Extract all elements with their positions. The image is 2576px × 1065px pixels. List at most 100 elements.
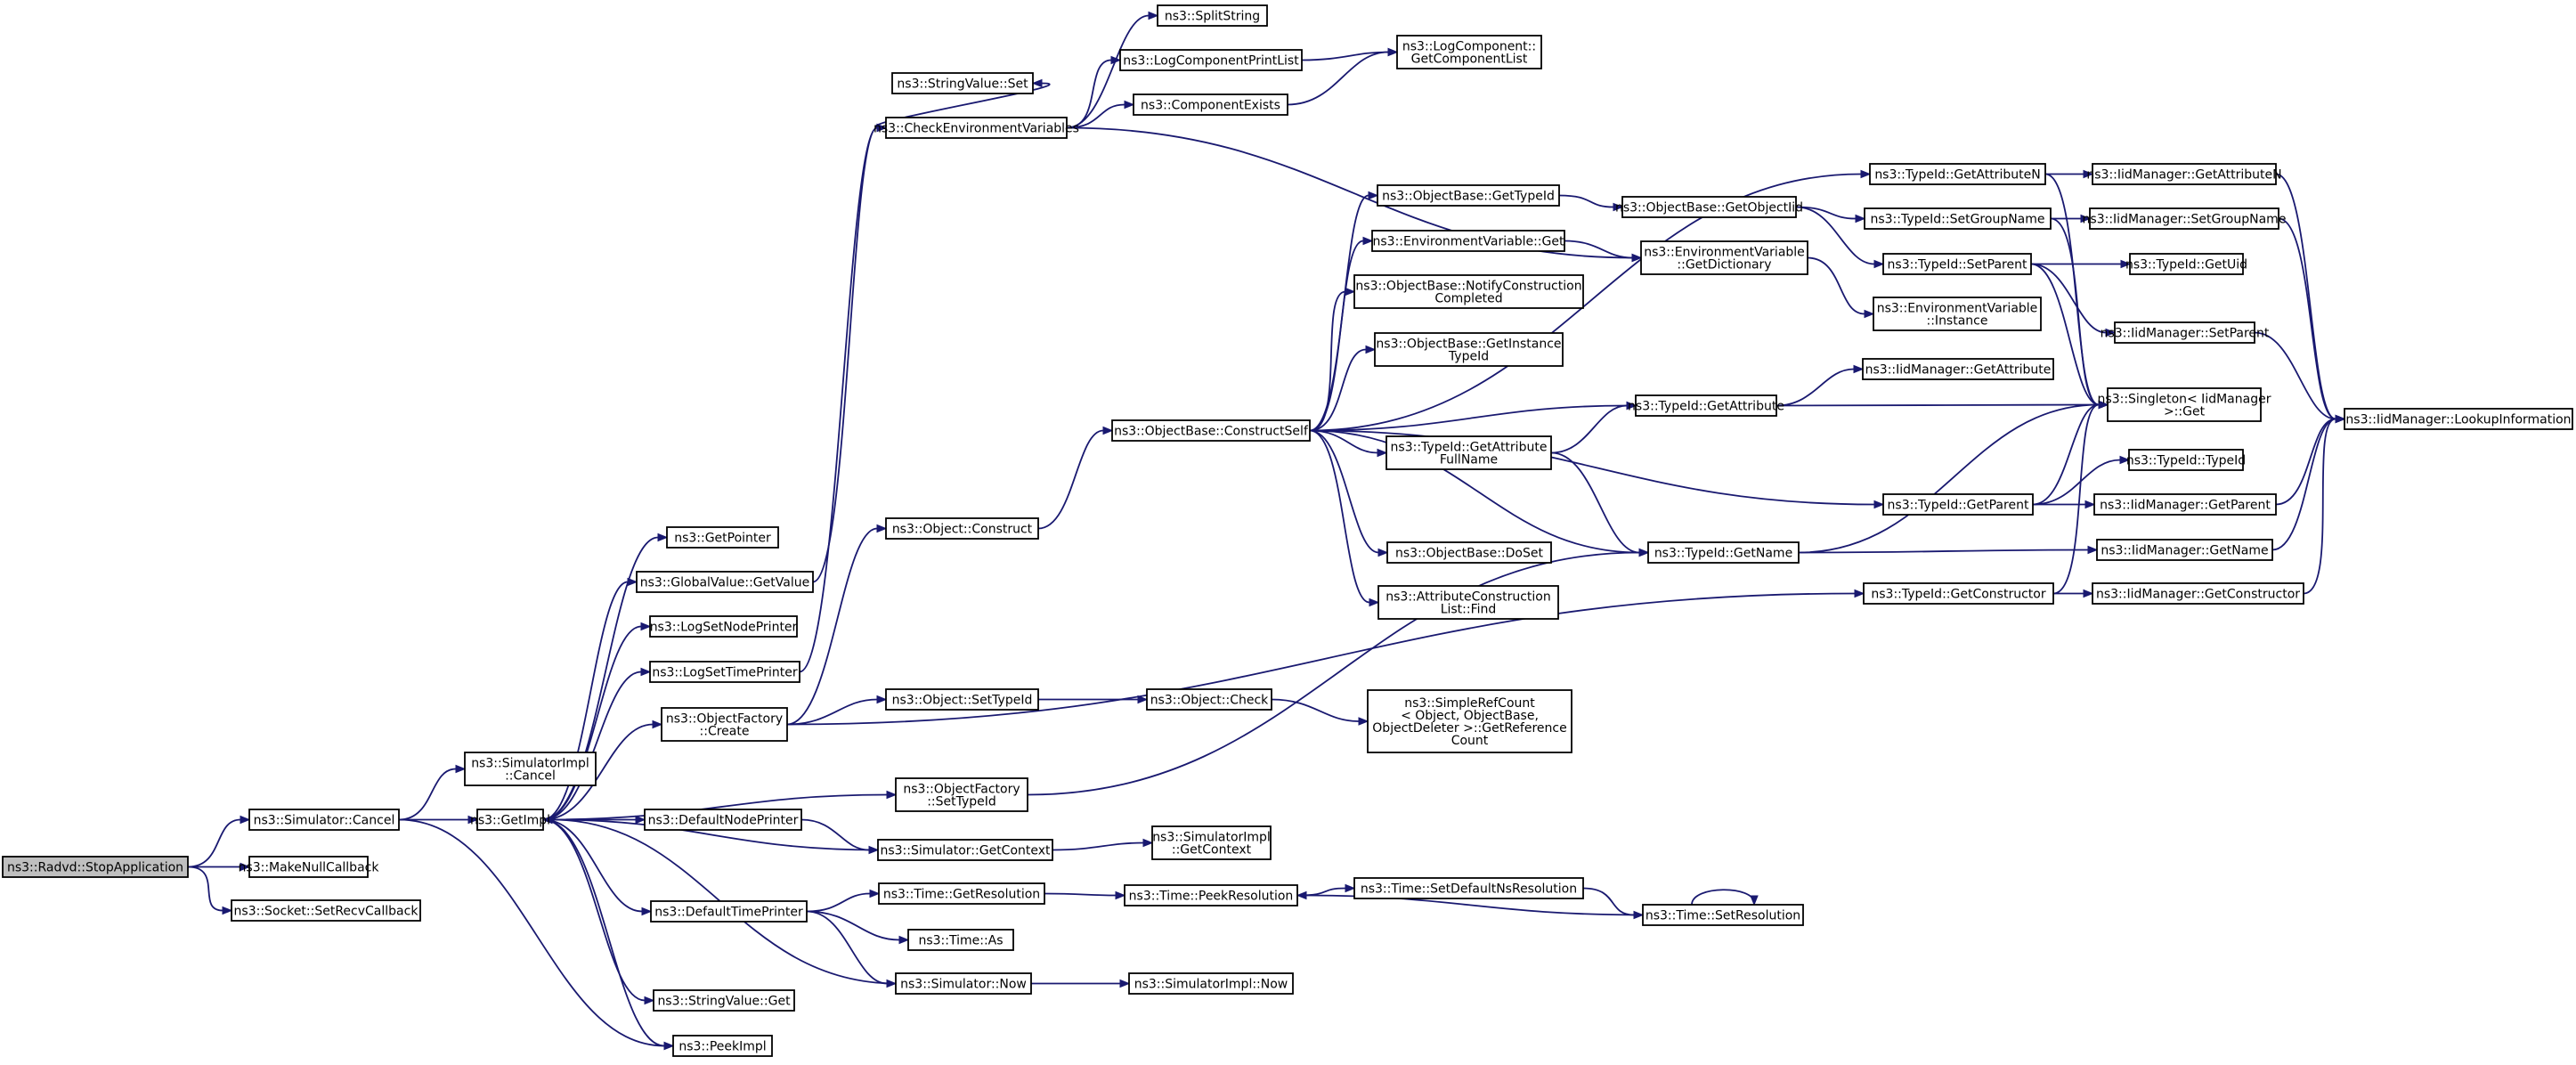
node-box[interactable] <box>248 809 400 831</box>
node-box[interactable] <box>666 526 779 549</box>
node-iidgetname[interactable]: ns3::IidManager::GetName <box>2096 539 2273 561</box>
node-box[interactable] <box>1396 35 1542 69</box>
node-tidgetuid[interactable]: ns3::TypeId::GetUid <box>2125 253 2247 275</box>
node-timesetdefaultns[interactable]: ns3::Time::SetDefaultNsResolution <box>1353 877 1584 899</box>
node-simimplnow[interactable]: ns3::SimulatorImpl::Now <box>1128 972 1294 995</box>
node-box[interactable] <box>1133 93 1288 116</box>
node-box[interactable] <box>2107 387 2262 422</box>
node-tidsetparent[interactable]: ns3::TypeId::SetParent <box>1882 253 2032 275</box>
node-iidgetattribute[interactable]: ns3::IidManager::GetAttribute <box>1862 358 2054 380</box>
node-constructself[interactable]: ns3::ObjectBase::ConstructSelf <box>1111 419 1311 442</box>
node-envvarinstance[interactable]: ns3::EnvironmentVariable::Instance <box>1873 297 2042 331</box>
node-box[interactable] <box>907 929 1014 951</box>
node-box[interactable] <box>885 688 1039 711</box>
node-box[interactable] <box>1119 49 1303 71</box>
node-box[interactable] <box>1640 240 1808 275</box>
node-box[interactable] <box>1367 689 1572 753</box>
node-box[interactable] <box>1111 419 1311 442</box>
node-box[interactable] <box>2096 539 2273 561</box>
node-box[interactable] <box>2093 493 2277 516</box>
node-obnotify[interactable]: ns3::ObjectBase::NotifyConstructionCompl… <box>1353 274 1584 309</box>
node-obgettypeid[interactable]: ns3::ObjectBase::GetTypeId <box>1377 184 1560 207</box>
node-box[interactable] <box>248 856 369 878</box>
node-box[interactable] <box>885 117 1068 139</box>
node-box[interactable] <box>878 882 1045 905</box>
node-iidgetattrn[interactable]: ns3::IidManager::GetAttributeN <box>2086 163 2282 185</box>
node-box[interactable] <box>1128 972 1294 995</box>
node-box[interactable] <box>2114 321 2255 344</box>
node-splitstring[interactable]: ns3::SplitString <box>1157 4 1268 27</box>
node-box[interactable] <box>1863 582 2054 605</box>
node-box[interactable] <box>644 809 802 831</box>
node-box[interactable] <box>464 752 597 786</box>
node-objsettypeid[interactable]: ns3::Object::SetTypeId <box>885 688 1039 711</box>
node-singletonget[interactable]: ns3::Singleton< IidManager>::Get <box>2098 387 2271 422</box>
node-box[interactable] <box>895 777 1028 812</box>
node-logcompprintlist[interactable]: ns3::LogComponentPrintList <box>1119 49 1303 71</box>
node-box[interactable] <box>1124 884 1298 906</box>
node-simimplcancel[interactable]: ns3::SimulatorImpl::Cancel <box>464 752 597 786</box>
node-deftimeprinter[interactable]: ns3::DefaultTimePrinter <box>650 900 808 923</box>
node-tidtypeid[interactable]: ns3::TypeId::TypeId <box>2126 449 2246 471</box>
node-box[interactable] <box>1862 358 2054 380</box>
node-tidsetgroupname[interactable]: ns3::TypeId::SetGroupName <box>1864 207 2052 230</box>
node-objfactsettypeid[interactable]: ns3::ObjectFactory::SetTypeId <box>895 777 1028 812</box>
node-tidgetparent[interactable]: ns3::TypeId::GetParent <box>1882 493 2034 516</box>
node-box[interactable] <box>661 707 788 742</box>
node-iidgetconstructor[interactable]: ns3::IidManager::GetConstructor <box>2092 582 2304 605</box>
node-simnow[interactable]: ns3::Simulator::Now <box>895 972 1032 995</box>
node-gvgetvalue[interactable]: ns3::GlobalValue::GetValue <box>636 571 814 593</box>
node-box[interactable] <box>649 615 798 638</box>
node-box[interactable] <box>1635 394 1777 417</box>
node-box[interactable] <box>1647 541 1800 564</box>
node-simgetcontext[interactable]: ns3::Simulator::GetContext <box>877 839 1053 861</box>
node-checkenv[interactable]: ns3::CheckEnvironmentVariables <box>874 117 1079 139</box>
node-envvargetdict[interactable]: ns3::EnvironmentVariable::GetDictionary <box>1640 240 1808 275</box>
node-tidgetname[interactable]: ns3::TypeId::GetName <box>1647 541 1800 564</box>
node-box[interactable] <box>1151 825 1272 860</box>
node-svget[interactable]: ns3::StringValue::Get <box>653 989 795 1012</box>
node-box[interactable] <box>885 517 1039 540</box>
node-box[interactable] <box>2128 449 2244 471</box>
node-box[interactable] <box>1869 163 2046 185</box>
node-box[interactable] <box>1374 332 1564 367</box>
node-box[interactable] <box>231 899 421 922</box>
node-makenull[interactable]: ns3::MakeNullCallback <box>239 856 380 878</box>
node-obdoset[interactable]: ns3::ObjectBase::DoSet <box>1386 541 1552 564</box>
node-getimpl[interactable]: ns3::GetImpl <box>470 809 550 831</box>
node-box[interactable] <box>1353 877 1584 899</box>
node-iidgetparent[interactable]: ns3::IidManager::GetParent <box>2093 493 2277 516</box>
node-getpointer[interactable]: ns3::GetPointer <box>666 526 779 549</box>
node-box[interactable] <box>2092 163 2277 185</box>
node-stopapp[interactable]: ns3::Radvd::StopApplication <box>2 856 189 878</box>
node-envvarget[interactable]: ns3::EnvironmentVariable::Get <box>1371 230 1565 252</box>
node-logcompgetlist[interactable]: ns3::LogComponent::GetComponentList <box>1396 35 1542 69</box>
node-box[interactable] <box>1157 4 1268 27</box>
node-iidlookup[interactable]: ns3::IidManager::LookupInformation <box>2344 408 2573 430</box>
node-objfactcreate[interactable]: ns3::ObjectFactory::Create <box>661 707 788 742</box>
node-logsetnode[interactable]: ns3::LogSetNodePrinter <box>649 615 798 638</box>
node-tidgetconstructor[interactable]: ns3::TypeId::GetConstructor <box>1863 582 2054 605</box>
node-box[interactable] <box>1386 541 1552 564</box>
node-tidgetattrn[interactable]: ns3::TypeId::GetAttributeN <box>1869 163 2046 185</box>
node-compexists[interactable]: ns3::ComponentExists <box>1133 93 1288 116</box>
node-box[interactable] <box>1146 688 1272 711</box>
node-objcheck[interactable]: ns3::Object::Check <box>1146 688 1272 711</box>
node-box[interactable] <box>2129 253 2244 275</box>
node-box[interactable] <box>1882 253 2032 275</box>
node-objconstruct[interactable]: ns3::Object::Construct <box>885 517 1039 540</box>
node-tidgetattr[interactable]: ns3::TypeId::GetAttribute <box>1628 394 1784 417</box>
node-box[interactable] <box>653 989 795 1012</box>
node-simplerefcount[interactable]: ns3::SimpleRefCount< Object, ObjectBase,… <box>1367 689 1572 753</box>
node-obgetobjectiid[interactable]: ns3::ObjectBase::GetObjectIid <box>1615 196 1803 218</box>
node-box[interactable] <box>1371 230 1565 252</box>
node-box[interactable] <box>2344 408 2573 430</box>
node-box[interactable] <box>891 72 1034 94</box>
node-box[interactable] <box>1386 435 1552 470</box>
node-box[interactable] <box>1353 274 1584 309</box>
node-box[interactable] <box>476 809 544 831</box>
node-box[interactable] <box>672 1035 773 1057</box>
